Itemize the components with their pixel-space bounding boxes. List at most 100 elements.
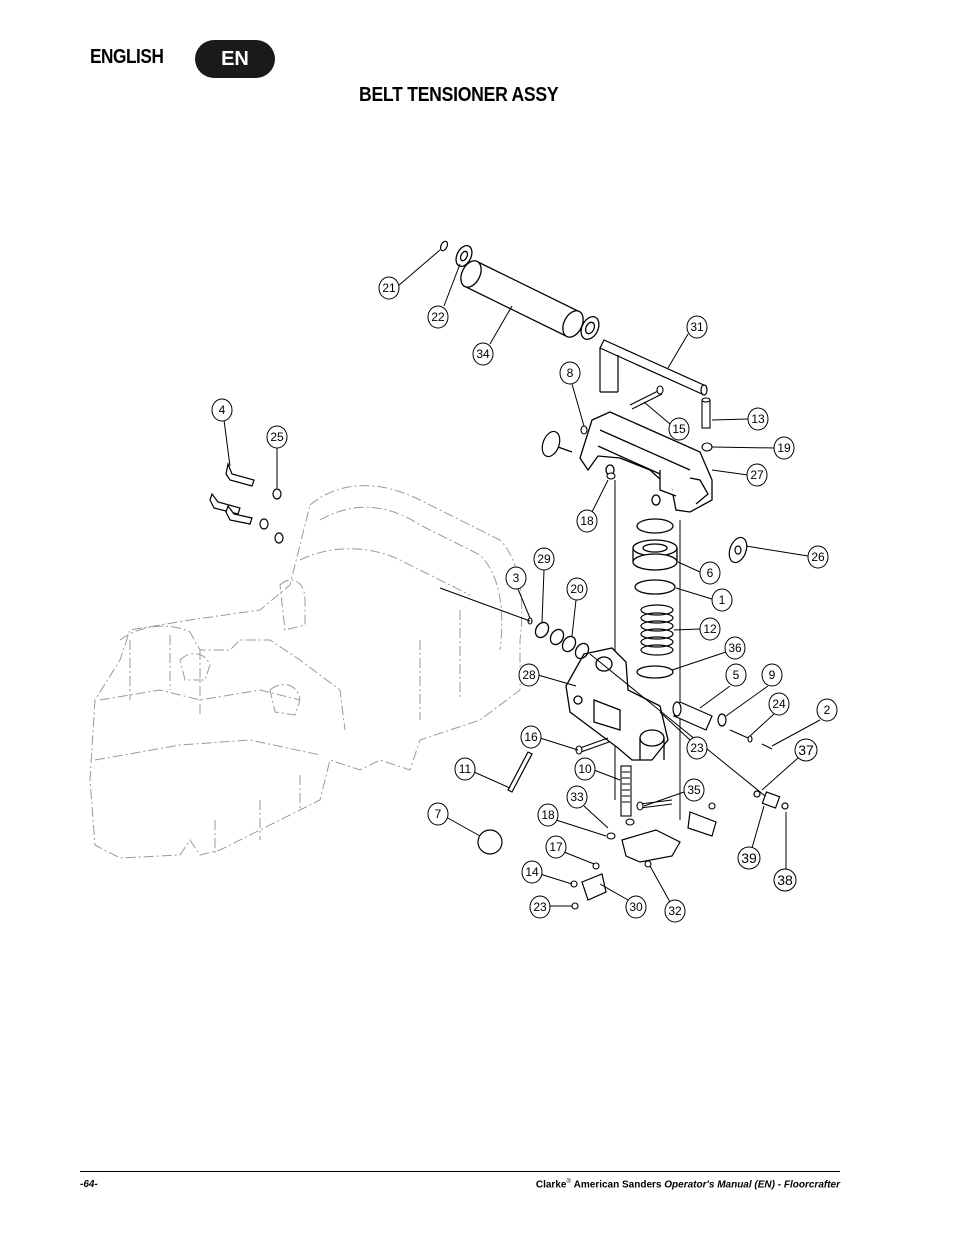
part-16-bolt <box>575 737 610 755</box>
callout-label: 34 <box>476 347 490 361</box>
callout-bubble <box>746 463 768 487</box>
part-29-20-rings <box>534 621 590 660</box>
registered-mark: ® <box>566 1179 571 1185</box>
page-number: -64- <box>80 1179 98 1190</box>
callout-bubble <box>576 509 598 533</box>
callout-bubble <box>816 698 838 722</box>
part-2-cotter <box>761 743 773 750</box>
callout-label: 36 <box>728 641 742 655</box>
callout-label: 25 <box>270 430 284 444</box>
callout-bubble <box>454 757 476 781</box>
callout-bubble <box>768 692 790 716</box>
part-37-39-38 <box>753 790 789 810</box>
part-25-washers <box>259 488 284 544</box>
callout-bubble <box>807 545 829 569</box>
part-4-bolts <box>209 461 255 525</box>
callout-bubble <box>472 342 494 366</box>
footer-rule <box>80 1171 840 1172</box>
callout-bubble <box>427 305 449 329</box>
callout-bubble <box>211 398 233 422</box>
part-31-shaft <box>599 339 708 396</box>
callout-label: 2 <box>824 703 831 717</box>
callout-label: 32 <box>668 904 682 918</box>
callout-label: 22 <box>431 310 445 324</box>
callout-label: 10 <box>578 762 592 776</box>
part-30-bracket <box>581 873 607 901</box>
callout-label: 14 <box>525 865 539 879</box>
footer-brand: Clarke <box>535 1179 567 1191</box>
footer-manual-title: Operator's Manual (EN) - Floorcrafter <box>664 1179 840 1191</box>
callout-bubble <box>737 846 761 870</box>
callout-label: 26 <box>811 550 825 564</box>
callout-bubble <box>773 868 797 892</box>
part-36-washer <box>636 665 674 679</box>
callout-bubble <box>378 276 400 300</box>
part-12-spring <box>640 604 674 656</box>
callout-label: 39 <box>741 850 757 866</box>
callout-label: 23 <box>533 900 547 914</box>
callout-bubble <box>505 566 527 590</box>
callout-bubble <box>529 895 551 919</box>
callout-bubble <box>794 738 818 762</box>
callout-label: 38 <box>777 872 793 888</box>
callout-label: 9 <box>769 668 776 682</box>
part-34-roller <box>460 260 600 340</box>
callout-bubble <box>773 436 795 460</box>
axis-line <box>439 587 771 801</box>
callout-bubble <box>520 725 542 749</box>
callout-label: 18 <box>580 514 594 528</box>
callout-bubble <box>574 757 596 781</box>
callout-label: 1 <box>719 593 726 607</box>
part-27-bracket <box>579 411 713 513</box>
callout-label: 28 <box>522 668 536 682</box>
part-21-clip <box>439 240 449 252</box>
callout-label: 21 <box>382 281 396 295</box>
part-35-bolt <box>636 799 673 811</box>
part-24-pin <box>729 729 753 743</box>
callout-bubble <box>664 899 686 923</box>
part-5-cylinder <box>672 701 727 731</box>
callout-label: 7 <box>435 807 442 821</box>
part-10-spring <box>620 765 632 817</box>
callout-bubble <box>545 835 567 859</box>
callout-bubble <box>566 785 588 809</box>
callout-label: 35 <box>687 783 701 797</box>
callout-bubble <box>427 802 449 826</box>
callout-label: 8 <box>567 366 574 380</box>
callout-bubble <box>686 315 708 339</box>
callout-bubble <box>725 663 747 687</box>
callout-label: 29 <box>537 552 551 566</box>
callout-bubble <box>521 860 543 884</box>
callout-bubble <box>699 561 721 585</box>
callout-label: 5 <box>733 668 740 682</box>
footer-manual-info: Clarke® American Sanders Operator's Manu… <box>536 1179 840 1190</box>
callout-bubble <box>668 417 690 441</box>
callout-label: 12 <box>703 622 717 636</box>
callout-label: 11 <box>459 762 472 776</box>
footer-company: American Sanders <box>573 1179 662 1191</box>
part-18-nut <box>606 472 616 480</box>
language-label: ENGLISH <box>90 46 164 68</box>
machine-housing-ghost <box>89 485 523 859</box>
language-badge: EN <box>195 40 275 78</box>
part-28-plate <box>565 647 669 761</box>
callout-label: 4 <box>219 403 226 417</box>
callout-label: 20 <box>570 582 584 596</box>
callout-bubble <box>747 407 769 431</box>
callout-bubble <box>711 588 733 612</box>
part-15-bolt <box>629 385 664 410</box>
callout-bubble <box>533 547 555 571</box>
callout-bubble <box>266 425 288 449</box>
callout-label: 19 <box>777 441 791 455</box>
callout-bubble <box>566 577 588 601</box>
part-7-ball <box>477 829 503 855</box>
callout-bubble <box>761 663 783 687</box>
callout-label: 6 <box>707 566 714 580</box>
callout-label: 13 <box>751 412 765 426</box>
callout-label: 27 <box>750 468 764 482</box>
callout-label: 31 <box>690 320 704 334</box>
part-6-collar <box>632 518 678 571</box>
part-1-ring <box>634 579 676 595</box>
page-title: BELT TENSIONER ASSY <box>359 84 559 106</box>
